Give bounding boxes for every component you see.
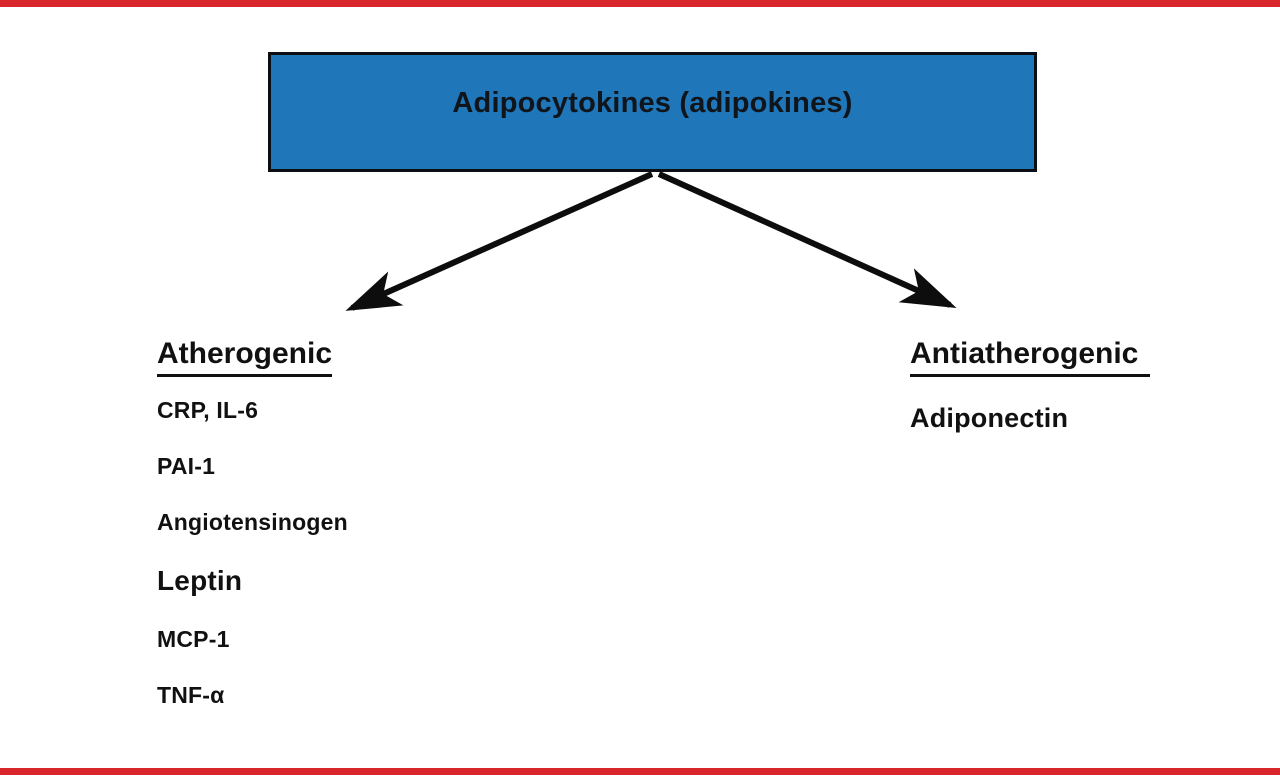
branch-heading-atherogenic: Atherogenic bbox=[157, 337, 333, 377]
list-item: PAI-1 bbox=[157, 452, 216, 479]
atherogenic-item-list: CRP, IL-6 PAI-1 Angiotensinogen Leptin M… bbox=[157, 396, 348, 708]
list-item: Leptin bbox=[157, 564, 243, 596]
list-item: Adiponectin bbox=[910, 402, 1069, 433]
root-node-adipocytokines: Adipocytokines (adipokines) bbox=[268, 52, 1037, 172]
arrow-to-atherogenic bbox=[345, 171, 654, 311]
list-item: CRP, IL-6 bbox=[157, 396, 259, 423]
list-item: Angiotensinogen bbox=[157, 508, 348, 535]
list-item: MCP-1 bbox=[157, 625, 230, 652]
branch-antiatherogenic: Antiatherogenic Adiponectin bbox=[910, 337, 1151, 433]
bottom-border-line bbox=[0, 768, 1280, 775]
arrow-to-antiatherogenic bbox=[657, 171, 957, 308]
top-border-line bbox=[0, 0, 1280, 7]
branch-atherogenic: Atherogenic CRP, IL-6 PAI-1 Angiotensino… bbox=[157, 337, 348, 707]
antiatherogenic-item-list: Adiponectin bbox=[910, 402, 1150, 433]
branch-heading-antiatherogenic: Antiatherogenic bbox=[910, 337, 1151, 377]
list-item: TNF-α bbox=[157, 681, 225, 708]
root-node-label: Adipocytokines (adipokines) bbox=[452, 86, 853, 119]
